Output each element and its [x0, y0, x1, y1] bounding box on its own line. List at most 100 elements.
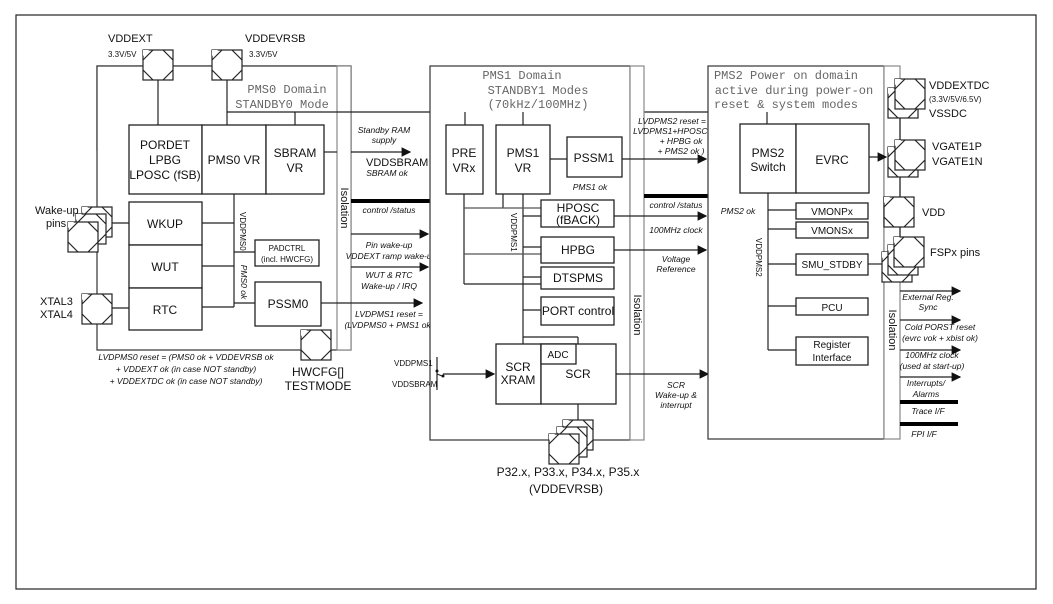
lvdpms1-label-1: LVDPMS1 reset =: [355, 309, 423, 319]
port-control-label: PORT control: [542, 304, 614, 318]
lvdpms1-label-2: (LVDPMS0 + PMS1 ok): [344, 320, 433, 330]
vddpms2-label: VDDPMS2: [754, 238, 763, 277]
vddext-pad: [142, 49, 174, 81]
wut-label: WUT: [151, 260, 179, 274]
control-status-label-01: control /status: [363, 205, 417, 215]
sbram-label-2: VR: [287, 161, 304, 175]
vref-label-1: Voltage: [662, 254, 691, 264]
adc-block: [540, 343, 577, 365]
dtspms-block: [540, 266, 615, 290]
padctrl-label-2: (incl. HWCFG): [261, 255, 313, 264]
pms2-title-2: active during power-on: [715, 84, 873, 98]
switch-vddsbram-label: VDDSBRAM: [392, 380, 438, 389]
hwcfg-label-2: TESTMODE: [285, 379, 352, 393]
vgate1n-label: VGATE1N: [932, 156, 983, 168]
xtal4-label: XTAL4: [40, 309, 73, 321]
lpbg-label: LPBG: [149, 153, 181, 167]
scr-label: SCR: [565, 367, 591, 381]
standby-ram-label-1: Standby RAM: [358, 125, 411, 135]
vdd-pad: [883, 196, 915, 228]
vddext-voltage: 3.3V/5V: [108, 50, 137, 59]
pre-vrx-label-2: VRx: [453, 161, 476, 175]
wut-rtc-label-2: Wake-up / IRQ: [361, 281, 417, 291]
sbram-ok-label: SBRAM ok: [366, 168, 408, 178]
pin-wakeup-label-2: VDDEXT ramp wake-up: [346, 251, 437, 261]
pms0-title-2: STANDBY0 Mode: [235, 98, 329, 112]
lvdpms0-note-3: + VDDEXTDC ok (in case NOT standby): [110, 376, 263, 386]
hwcfg-label-1: HWCFG[]: [292, 365, 344, 379]
interrupts-label-2: Alarms: [912, 389, 940, 399]
vddsbram-label: VDDSBRAM: [366, 157, 428, 169]
smu-stdby-label: SMU_STDBY: [801, 260, 862, 271]
wakeup-label-2: pins: [46, 218, 67, 230]
pms1-vr-label-2: VR: [515, 161, 532, 175]
pre-vrx-label-1: PRE: [452, 146, 477, 160]
pms2-isolation-label: Isolation: [886, 310, 898, 351]
rtc-label: RTC: [153, 303, 178, 317]
vdd-label: VDD: [922, 207, 945, 219]
register-interface-block: [795, 336, 869, 366]
vddextdc-voltage: (3.3V/5V/6.5V): [929, 95, 982, 104]
register-label-2: Interface: [813, 353, 852, 364]
pssm0-block: [254, 281, 322, 327]
vddpms1-label: VDDPMS1: [509, 213, 518, 252]
pms0-ok-label: PMS0 ok: [239, 265, 249, 300]
pms1-vr-block: [495, 124, 551, 195]
port-pad-1: [548, 433, 580, 465]
pms2-switch-label-2: Switch: [750, 160, 785, 174]
lvdpms2-label-3: + HPBG ok: [660, 136, 704, 146]
wut-rtc-label-1: WUT & RTC: [365, 270, 413, 280]
wakeup-label-1: Wake-up: [35, 205, 79, 217]
hpbg-block: [540, 236, 615, 264]
pssm1-block: [566, 136, 623, 178]
scr-xram-label-2: XRAM: [501, 373, 536, 387]
port-control-block: [540, 296, 615, 326]
clock-out-label-1: 100MHz clock: [905, 350, 959, 360]
lvdpms2-label-4: + PMS2 ok ): [657, 146, 704, 156]
vgate-pad: [894, 139, 926, 171]
fpi-if-label: FPI I/F: [911, 429, 937, 439]
ext-reg-label-2: Sync: [919, 302, 939, 312]
lposc-label: LPOSC (fSB): [129, 168, 200, 182]
vddext-label: VDDEXT: [108, 33, 153, 45]
dtspms-label: DTSPMS: [553, 271, 603, 285]
pms2-ok-label: PMS2 ok: [721, 206, 756, 216]
scr-xram-label-1: SCR: [505, 360, 531, 374]
hposc-label-1: HPOSC: [557, 201, 600, 215]
hwcfg-pad: [300, 329, 332, 361]
xtal3-label: XTAL3: [40, 296, 73, 308]
pms1-title-1: PMS1 Domain: [482, 69, 561, 83]
vmonsx-block: [795, 221, 869, 239]
pms0-vr-label: PMS0 VR: [208, 153, 261, 167]
pms1-isolation-label: Isolation: [631, 295, 643, 336]
vmonpx-block: [795, 202, 869, 220]
clock-label-12: 100MHz clock: [649, 225, 703, 235]
ports-label-1: P32.x, P33.x, P34.x, P35.x: [497, 465, 640, 479]
control-status-label-12: control /status: [650, 200, 704, 210]
pcu-label: PCU: [821, 303, 842, 314]
vddextdc-pad: [894, 78, 926, 110]
vddextdc-label: VDDEXTDC: [929, 80, 990, 92]
lvdpms0-note-1: LVDPMS0 reset = (PMS0 ok + VDDEVRSB ok: [98, 352, 274, 362]
vddevrsb-pad: [211, 49, 243, 81]
padctrl-label-1: PADCTRL: [269, 244, 306, 253]
vddevrsb-label: VDDEVRSB: [245, 33, 306, 45]
hposc-label-2: (fBACK): [556, 213, 600, 227]
sbram-label-1: SBRAM: [274, 146, 317, 160]
sbram-vr-block: [265, 124, 325, 195]
outer-frame: [15, 14, 1037, 590]
pms1-title-3: (70kHz/100MHz): [488, 98, 589, 112]
clock-out-label-2: (used at start-up): [900, 361, 965, 371]
scr-wakeup-label-2: Wake-up &: [655, 390, 697, 400]
register-label-1: Register: [813, 340, 851, 351]
evrc-block: [795, 123, 870, 194]
padctrl-block: [254, 239, 320, 267]
adc-label: ADC: [547, 350, 568, 361]
pssm0-label: PSSM0: [268, 297, 309, 311]
lvdpms0-note-2: + VDDEXT ok (in case NOT standby): [116, 364, 257, 374]
hposc-block: [540, 199, 615, 228]
pms2-switch-label-1: PMS2: [752, 146, 785, 160]
rtc-block: [128, 287, 203, 331]
vssdc-label: VSSDC: [929, 108, 967, 120]
pordet-label: PORDET: [140, 138, 191, 152]
